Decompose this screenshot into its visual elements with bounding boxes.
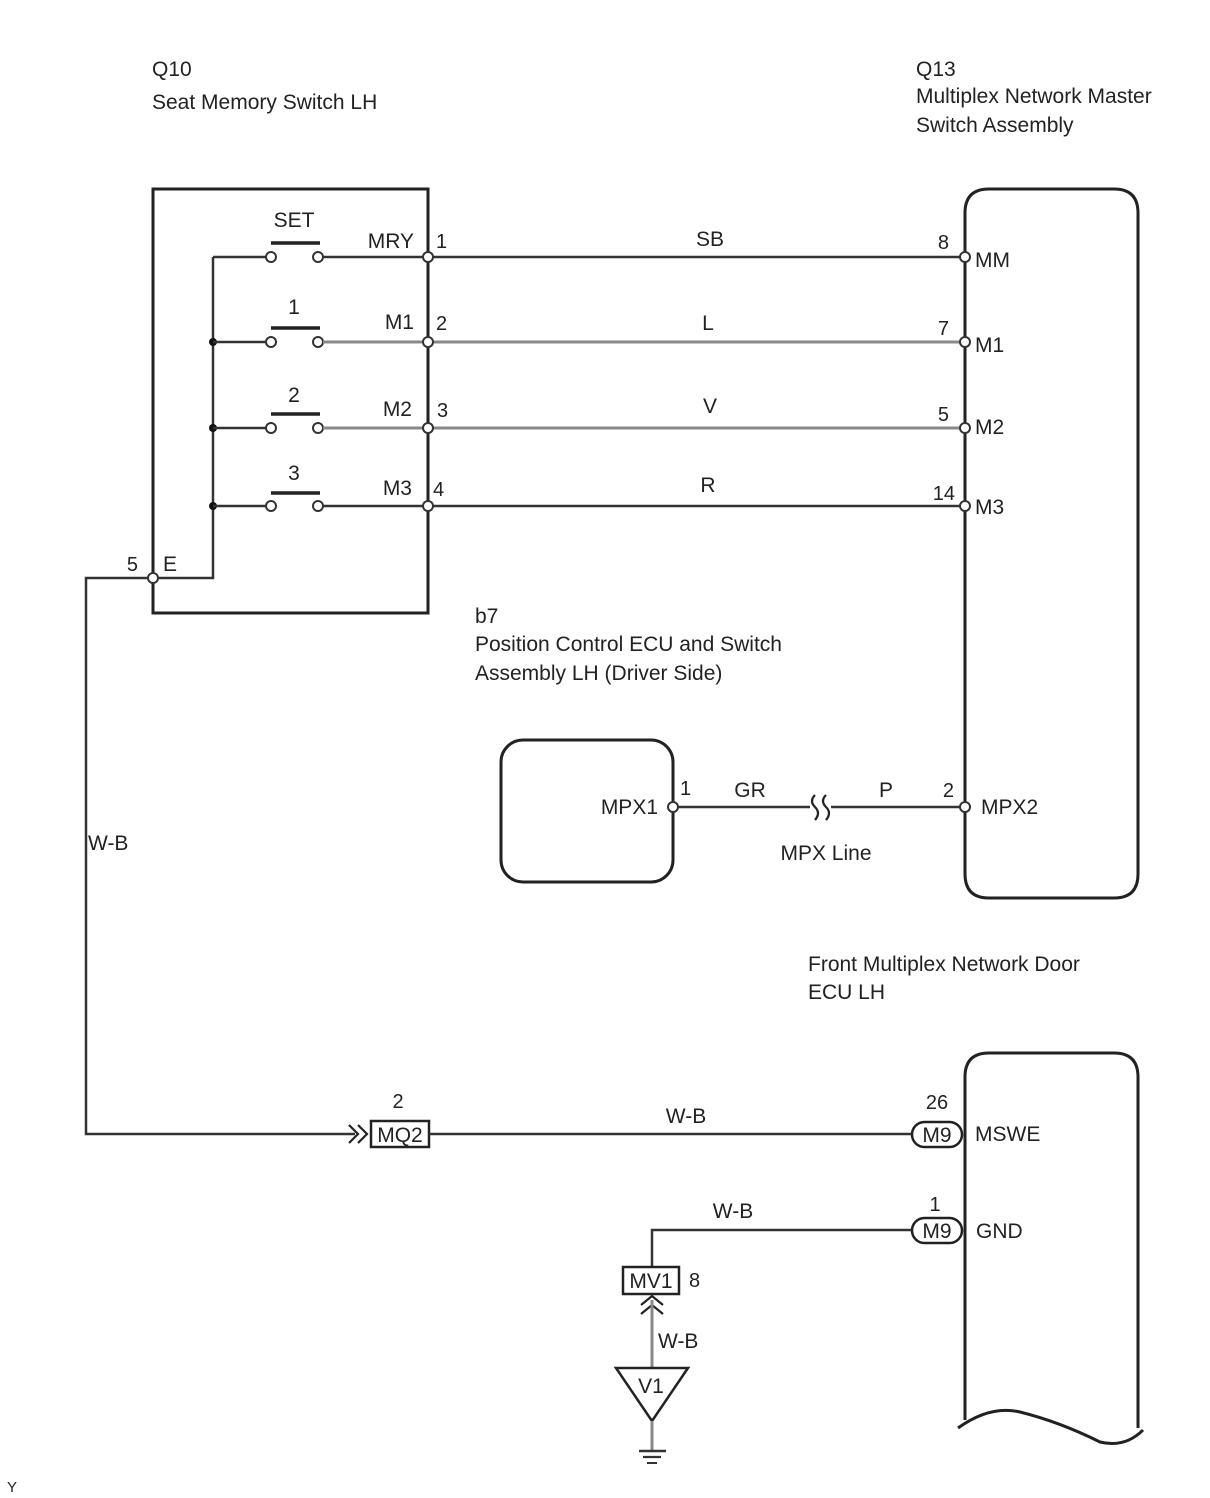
wire-color-w-b-gnd: W-B — [713, 1200, 753, 1223]
q10-name: Seat Memory Switch LH — [152, 91, 377, 114]
b7-code: b7 — [475, 605, 498, 628]
switch-2: 2 M2 3 V 5 M2 — [213, 384, 1004, 439]
dest-terminal-label: M1 — [975, 334, 1004, 357]
wire-color: V — [703, 395, 717, 418]
terminal-mm — [959, 251, 971, 263]
terminal-m3 — [422, 500, 434, 512]
terminal-mpx1 — [667, 801, 679, 813]
mpx1-pin-number: 1 — [680, 778, 691, 800]
mq2-connector-label: MQ2 — [377, 1124, 423, 1147]
pin-number: 4 — [433, 479, 444, 501]
wire-color: R — [700, 474, 715, 497]
wire-w-b-gnd — [650, 1228, 912, 1267]
mswe-connector-label: M9 — [922, 1124, 951, 1147]
terminal-label: M3 — [383, 477, 412, 500]
mpx-line-label: MPX Line — [780, 842, 871, 865]
terminal-m2 — [422, 422, 434, 434]
wire-break-icon — [810, 794, 831, 821]
gnd-connector-label: M9 — [922, 1220, 951, 1243]
ground-icon — [639, 1449, 666, 1464]
wire-color-p: P — [879, 779, 893, 802]
door-ecu-name-line1: Front Multiplex Network Door — [808, 953, 1080, 976]
q13-name-line2: Switch Assembly — [916, 114, 1074, 137]
door-ecu-break-edge — [957, 1408, 1145, 1445]
connector-mv1 — [621, 1265, 681, 1296]
switch-set: SET MRY 1 SB 8 MM — [213, 209, 1010, 272]
terminal-mpx2 — [959, 801, 971, 813]
wire-color: L — [702, 312, 714, 335]
terminal-label: MRY — [368, 230, 414, 253]
terminal-q13-m2 — [959, 422, 971, 434]
mq2-pin-number: 2 — [392, 1091, 403, 1113]
terminal-label: M1 — [385, 311, 414, 334]
wire-color-w-b: W-B — [88, 832, 128, 855]
mv1-connector-label: MV1 — [629, 1270, 672, 1293]
b7-name-line1: Position Control ECU and Switch — [475, 633, 782, 656]
q10-common-bus — [153, 257, 215, 580]
q13-master-switch-box — [963, 187, 1140, 900]
b7-name-line2: Assembly LH (Driver Side) — [475, 662, 722, 685]
mv1-pin-number: 8 — [689, 1270, 700, 1292]
q10-code: Q10 — [152, 58, 192, 81]
switch-3: 3 M3 4 R 14 M3 — [213, 462, 1004, 519]
ground-point-label: V1 — [638, 1375, 664, 1398]
wire-color-w-b-v1: W-B — [658, 1330, 698, 1353]
terminal-m1 — [422, 336, 434, 348]
q13-name-line1: Multiplex Network Master — [916, 85, 1152, 108]
dest-pin-number: 14 — [933, 483, 955, 505]
mpx2-terminal-label: MPX2 — [981, 796, 1038, 819]
gnd-pin-number: 1 — [929, 1194, 940, 1216]
switch-label: SET — [274, 209, 315, 232]
dest-pin-number: 5 — [938, 404, 949, 426]
wire-w-b-main — [84, 576, 355, 1136]
terminal-e — [147, 572, 159, 584]
pin-number: 1 — [436, 231, 447, 253]
dest-terminal-label: MM — [975, 249, 1010, 272]
mpx2-pin-number: 2 — [943, 780, 954, 802]
ground-point-v1 — [613, 1366, 691, 1424]
terminal-label: M2 — [383, 398, 412, 421]
pin-number: 3 — [437, 400, 448, 422]
terminal-q13-m3 — [959, 500, 971, 512]
switch-label: 3 — [288, 462, 300, 485]
corner-mark: Y — [7, 1479, 17, 1496]
terminal-mry — [422, 251, 434, 263]
ground-pin-number: 5 — [127, 554, 138, 576]
switch-label: 1 — [288, 296, 300, 319]
switch-1: 1 M1 2 L 7 M1 — [213, 296, 1004, 357]
door-ecu-name-line2: ECU LH — [808, 981, 885, 1004]
door-ecu-box — [963, 1051, 1140, 1428]
dest-pin-number: 8 — [938, 232, 949, 254]
wire-color-w-b-mq2: W-B — [666, 1105, 706, 1128]
dest-pin-number: 7 — [938, 318, 949, 340]
wire-color-gr: GR — [734, 779, 766, 802]
wire-color: SB — [696, 228, 724, 251]
connector-m9-mswe — [910, 1120, 964, 1149]
mpx1-terminal-label: MPX1 — [601, 796, 658, 819]
switch-label: 2 — [288, 384, 300, 407]
dest-terminal-label: M2 — [975, 416, 1004, 439]
gnd-terminal-label: GND — [976, 1220, 1023, 1243]
mswe-terminal-label: MSWE — [975, 1123, 1040, 1146]
pin-number: 2 — [436, 313, 447, 335]
connector-mq2 — [369, 1119, 431, 1149]
dest-terminal-label: M3 — [975, 496, 1004, 519]
mswe-pin-number: 26 — [926, 1092, 948, 1114]
q13-code: Q13 — [916, 58, 956, 81]
connector-arrow-icon — [348, 1124, 369, 1144]
q10-switch-box — [151, 187, 430, 615]
terminal-q13-m1 — [959, 336, 971, 348]
connector-m9-gnd — [910, 1216, 964, 1245]
ground-terminal-label: E — [163, 553, 177, 576]
